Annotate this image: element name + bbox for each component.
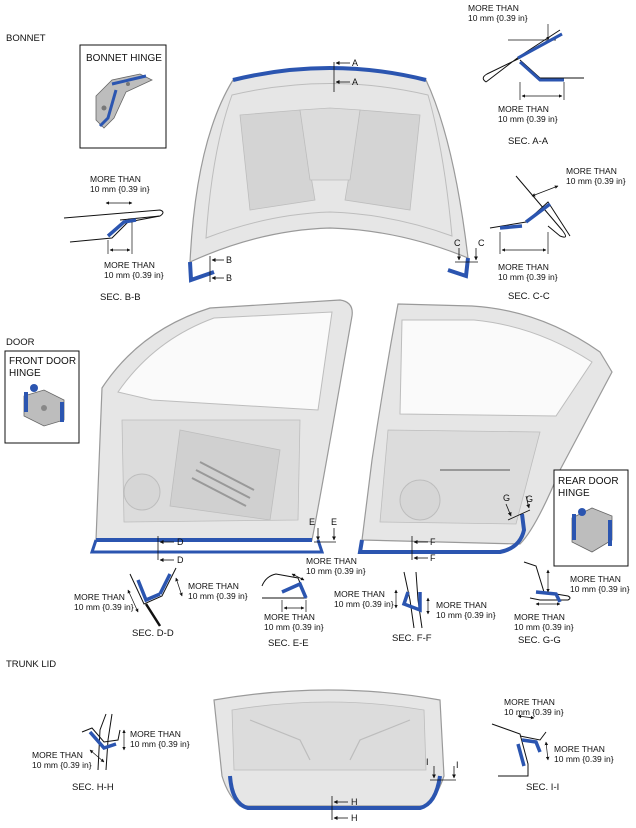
- sec-d-d-note-left-line1: MORE THAN: [74, 592, 125, 602]
- trunk-lid-heading: TRUNK LID: [6, 659, 56, 670]
- sec-a-a-note-1-line1: MORE THAN: [468, 3, 519, 13]
- front-door-panel: D D E E: [89, 299, 353, 565]
- rear-door-hinge-box: REAR DOOR HINGE: [553, 469, 629, 567]
- rear-door-panel: F F G G: [357, 303, 613, 563]
- sec-c-c-note-1-line1: MORE THAN: [566, 166, 617, 176]
- sec-e-e-note-bottom-line1: MORE THAN: [264, 612, 315, 622]
- bonnet-sealer-left: [188, 261, 215, 283]
- sec-a-a-note-2-line1: MORE THAN: [498, 104, 549, 114]
- sec-c-c-note-1-line2: 10 mm {0.39 in}: [566, 176, 626, 186]
- sec-h-h-note-right-line1: MORE THAN: [130, 729, 181, 739]
- sec-g-g-caption: SEC. G-G: [518, 635, 561, 646]
- sec-e-e-note-top-line2: 10 mm {0.39 in}: [306, 566, 366, 576]
- bonnet-heading: BONNET: [6, 33, 46, 44]
- cut-h-upper: H: [351, 797, 358, 807]
- cut-c-left: C: [454, 238, 461, 248]
- cut-e-right: E: [331, 517, 337, 527]
- sec-d-d-note-right-line2: 10 mm {0.39 in}: [188, 591, 248, 601]
- sec-f-f-note-right-line1: MORE THAN: [436, 600, 487, 610]
- cut-f-upper: F: [430, 537, 436, 547]
- sec-g-g-note-right-line2: 10 mm {0.39 in}: [570, 584, 630, 594]
- front-door-hinge-title-2: HINGE: [9, 368, 41, 379]
- cut-b-upper: B: [226, 255, 232, 265]
- cut-h-lower: H: [351, 813, 358, 823]
- sec-i-i-note-top-line2: 10 mm {0.39 in}: [504, 707, 564, 717]
- sec-f-f-note-right-line2: 10 mm {0.39 in}: [436, 610, 496, 620]
- cut-i-left: I: [426, 757, 429, 767]
- front-door-hinge-illustration: [23, 384, 65, 427]
- sec-e-e-note-top-line1: MORE THAN: [306, 556, 357, 566]
- sec-g-g-note-bottom-line2: 10 mm {0.39 in}: [514, 622, 574, 632]
- cut-g-right: G: [526, 494, 533, 504]
- rear-door-hinge-illustration: [571, 507, 613, 553]
- sec-i-i-note-right-line2: 10 mm {0.39 in}: [554, 754, 614, 764]
- sec-b-b-note-2-line2: 10 mm {0.39 in}: [104, 270, 164, 280]
- sec-g-g-note-right-line1: MORE THAN: [570, 574, 621, 584]
- bonnet-panel: A A B B C C: [188, 58, 485, 283]
- cut-a-lower: A: [352, 77, 358, 87]
- sec-i-i-caption: SEC. I-I: [526, 782, 559, 793]
- section-f-f: MORE THAN 10 mm {0.39 in} MORE THAN 10 m…: [334, 571, 496, 644]
- sec-e-e-note-bottom-line2: 10 mm {0.39 in}: [264, 622, 324, 632]
- cut-e-left: E: [309, 517, 315, 527]
- section-g-g: MORE THAN 10 mm {0.39 in} MORE THAN 10 m…: [514, 561, 630, 646]
- cut-g-left: G: [503, 493, 510, 503]
- cut-c-right: C: [478, 238, 485, 248]
- cut-d-upper: D: [177, 537, 184, 547]
- trunk-lid-sealer: [228, 775, 442, 810]
- section-h-h: MORE THAN 10 mm {0.39 in} MORE THAN 10 m…: [32, 713, 190, 793]
- sec-d-d-note-left-line2: 10 mm {0.39 in}: [74, 602, 134, 612]
- sec-b-b-note-2-line1: MORE THAN: [104, 260, 155, 270]
- cut-a-upper: A: [352, 58, 358, 68]
- door-heading: DOOR: [6, 337, 35, 348]
- sec-a-a-note-2-line2: 10 mm {0.39 in}: [498, 114, 558, 124]
- section-i-i: MORE THAN 10 mm {0.39 in} MORE THAN 10 m…: [491, 697, 614, 793]
- sec-i-i-note-right-line1: MORE THAN: [554, 744, 605, 754]
- sec-h-h-note-left-line2: 10 mm {0.39 in}: [32, 760, 92, 770]
- section-c-c: MORE THAN 10 mm {0.39 in} MORE THAN 10 m…: [489, 166, 626, 302]
- sec-h-h-note-left-line1: MORE THAN: [32, 750, 83, 760]
- sec-g-g-note-bottom-line1: MORE THAN: [514, 612, 565, 622]
- sec-b-b-caption: SEC. B-B: [100, 292, 141, 303]
- section-d-d: MORE THAN 10 mm {0.39 in} MORE THAN 10 m…: [74, 567, 248, 639]
- cut-b-lower: B: [226, 273, 232, 283]
- rear-door-hinge-title-1: REAR DOOR: [558, 476, 619, 487]
- bonnet-hinge-box: BONNET HINGE: [79, 44, 167, 149]
- sec-h-h-caption: SEC. H-H: [72, 782, 114, 793]
- rear-door-sealer: [357, 513, 527, 554]
- section-a-a: MORE THAN 10 mm {0.39 in} MORE THAN 10 m…: [468, 3, 584, 147]
- bonnet-sealer-right: [447, 257, 470, 279]
- sec-b-b-note-1-line2: 10 mm {0.39 in}: [90, 184, 150, 194]
- front-door-hinge-box: FRONT DOOR HINGE: [4, 350, 80, 444]
- sec-d-d-note-right-line1: MORE THAN: [188, 581, 239, 591]
- bonnet-hinge-illustration: [95, 73, 153, 129]
- section-b-b: MORE THAN 10 mm {0.39 in} MORE THAN 10 m…: [63, 174, 164, 303]
- sec-c-c-note-2-line1: MORE THAN: [498, 262, 549, 272]
- sec-i-i-note-top-line1: MORE THAN: [504, 697, 555, 707]
- section-e-e: MORE THAN 10 mm {0.39 in} MORE THAN 10 m…: [261, 556, 366, 649]
- sec-f-f-caption: SEC. F-F: [392, 633, 432, 644]
- sec-c-c-caption: SEC. C-C: [508, 291, 550, 302]
- sec-a-a-note-1-line2: 10 mm {0.39 in}: [468, 13, 528, 23]
- sec-a-a-caption: SEC. A-A: [508, 136, 549, 147]
- sec-d-d-caption: SEC. D-D: [132, 628, 174, 639]
- sec-c-c-note-2-line2: 10 mm {0.39 in}: [498, 272, 558, 282]
- sec-f-f-note-left-line1: MORE THAN: [334, 589, 385, 599]
- bonnet-hinge-title: BONNET HINGE: [86, 53, 162, 64]
- rear-door-hinge-title-2: HINGE: [558, 488, 590, 499]
- cut-d-lower: D: [177, 555, 184, 565]
- sec-h-h-note-right-line2: 10 mm {0.39 in}: [130, 739, 190, 749]
- cut-f-lower: F: [430, 553, 436, 563]
- sec-e-e-caption: SEC. E-E: [268, 638, 309, 649]
- front-door-hinge-title-1: FRONT DOOR: [9, 356, 76, 367]
- bonnet-sealer-top: [232, 66, 427, 82]
- cut-i-right: I: [456, 760, 459, 770]
- sec-b-b-note-1-line1: MORE THAN: [90, 174, 141, 184]
- sec-f-f-note-left-line2: 10 mm {0.39 in}: [334, 599, 394, 609]
- trunk-lid-panel: H H I I: [213, 689, 459, 823]
